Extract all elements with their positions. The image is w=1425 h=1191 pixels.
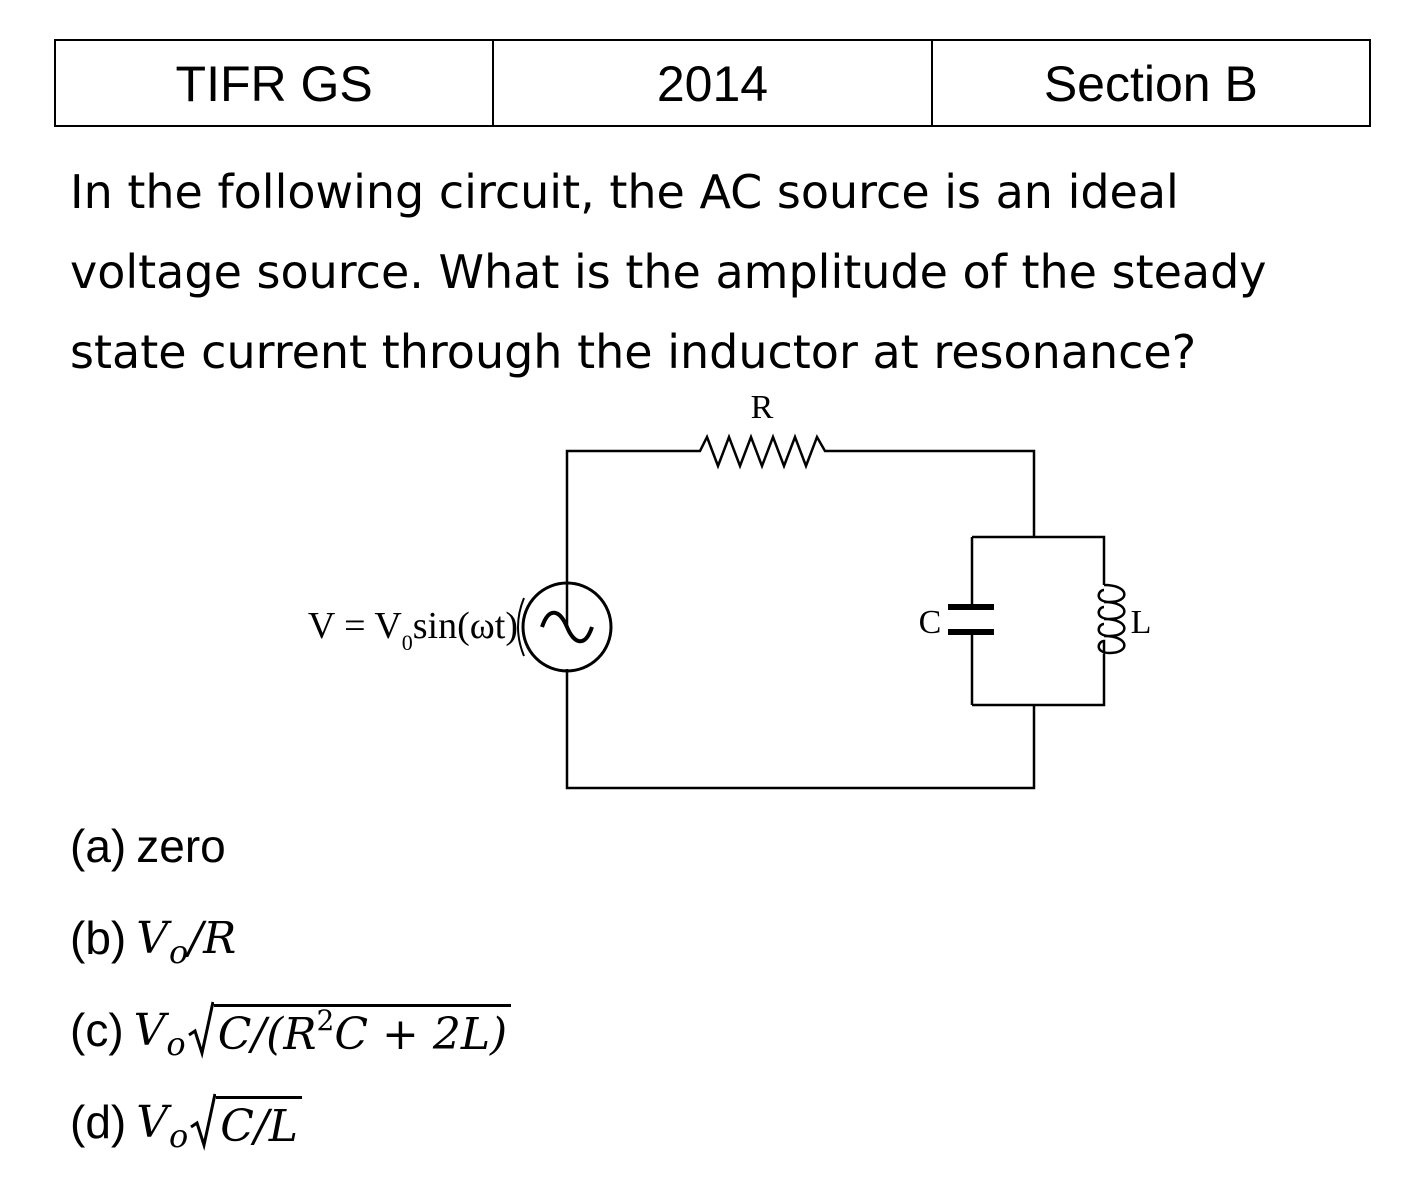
resistor-label: R bbox=[751, 389, 774, 426]
circuit-diagram: R C L V = V0sin(ωt) bbox=[308, 389, 1152, 790]
sqrt-icon: C/L bbox=[190, 1093, 302, 1152]
option-b-label: (b) bbox=[70, 912, 127, 964]
ac-source-icon bbox=[521, 581, 613, 673]
source-bracket-left bbox=[517, 597, 525, 657]
inductor-coil bbox=[1097, 583, 1126, 660]
option-a-label: (a) bbox=[70, 820, 127, 872]
header-exam: TIFR GS bbox=[53, 39, 495, 127]
option-a-text: zero bbox=[136, 820, 226, 872]
capacitor-label: C bbox=[919, 604, 942, 641]
source-label-sub: 0 bbox=[402, 630, 413, 655]
source-label-v: V = V bbox=[308, 605, 403, 647]
sine-wave-icon bbox=[540, 610, 594, 644]
inductor-label: L bbox=[1131, 604, 1152, 641]
question-line: voltage source. What is the amplitude of… bbox=[70, 245, 1267, 299]
wire-top bbox=[565, 433, 1036, 627]
source-label-rest: sin(ωt) bbox=[413, 605, 518, 647]
header-section: Section B bbox=[930, 39, 1372, 127]
question-line: In the following circuit, the AC source … bbox=[70, 165, 1179, 219]
question-text: In the following circuit, the AC source … bbox=[70, 152, 1380, 392]
branch-top bbox=[972, 535, 1106, 585]
wire-bottom bbox=[565, 669, 1036, 790]
header-table: TIFR GS 2014 Section B bbox=[53, 39, 1372, 127]
source-label: V = V0sin(ωt) bbox=[308, 605, 518, 655]
option-c-label: (c) bbox=[70, 1004, 124, 1056]
header-year: 2014 bbox=[492, 39, 933, 127]
question-line: state current through the inductor at re… bbox=[70, 325, 1197, 379]
option-a[interactable]: (a) zero bbox=[70, 800, 511, 892]
branch-bottom bbox=[972, 660, 1106, 707]
option-d-label: (d) bbox=[70, 1096, 127, 1148]
